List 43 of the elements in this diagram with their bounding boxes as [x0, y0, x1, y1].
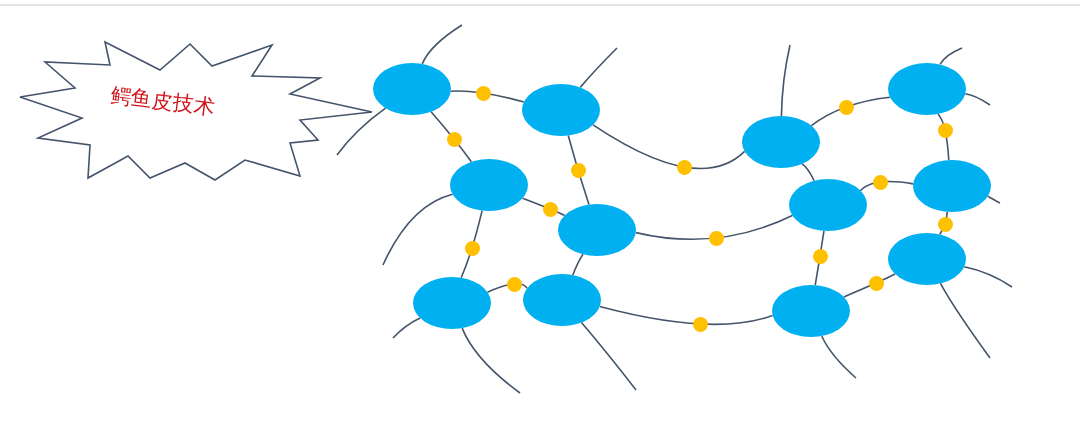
cell-ellipse	[523, 274, 601, 326]
loose-strand	[963, 265, 1013, 288]
connector-line	[592, 124, 746, 170]
loose-strand	[421, 24, 463, 65]
cell-ellipse	[772, 285, 850, 337]
connector-line	[801, 163, 815, 182]
loose-strand	[579, 47, 618, 89]
loose-strand	[821, 335, 857, 379]
connector-line	[842, 273, 896, 298]
cell-ellipse	[522, 84, 600, 136]
loose-strand	[964, 93, 991, 106]
connector-line	[859, 180, 914, 192]
cell-ellipse	[789, 179, 867, 231]
loose-strand	[382, 193, 454, 266]
connector-line	[938, 211, 949, 236]
cell-ellipse	[450, 159, 528, 211]
loose-strand	[986, 194, 1001, 204]
callout-text: 鳄鱼皮技术	[108, 81, 217, 122]
connector-line	[814, 230, 825, 286]
loose-strand	[780, 44, 791, 117]
connector-line	[598, 305, 774, 326]
connector-line	[635, 214, 794, 241]
cell-ellipse	[888, 233, 966, 285]
loose-strand	[392, 317, 421, 339]
connector-line	[430, 110, 473, 163]
loose-strand	[939, 47, 963, 66]
connector-line	[450, 90, 525, 103]
connector-line	[572, 253, 584, 276]
cell-ellipse	[558, 204, 636, 256]
cell-ellipse	[742, 116, 820, 168]
connector-line	[567, 134, 590, 206]
connector-line	[521, 197, 566, 217]
cell-ellipse	[413, 277, 491, 329]
connector-line	[937, 113, 950, 161]
loose-strand	[461, 327, 521, 394]
connector-line	[460, 209, 483, 279]
loose-strand	[939, 282, 991, 359]
connector-line	[810, 96, 891, 127]
cell-ellipse	[373, 63, 451, 115]
connector-line	[486, 283, 528, 293]
loose-strand	[580, 321, 637, 391]
cell-ellipse	[913, 160, 991, 212]
loose-strand	[336, 107, 387, 156]
